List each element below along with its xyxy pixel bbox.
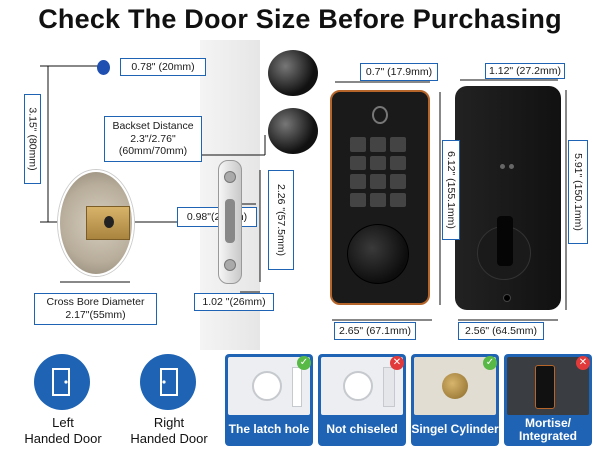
hole-marker-icon	[97, 60, 110, 75]
feature-label: Singel Cylinder	[411, 422, 499, 437]
front-depth-label: 0.7" (17.9mm)	[360, 63, 438, 81]
feature-card-single-cylinder: ✓ Singel Cylinder	[411, 354, 499, 446]
latch-screw-bottom-icon	[224, 259, 236, 271]
keypad-dot	[390, 155, 406, 170]
backset-metric: (60mm/70mm)	[118, 145, 188, 158]
battery-port-icon	[503, 294, 511, 302]
back-height-label: 5.91" (150.1mm)	[568, 140, 588, 244]
keypad-dot	[370, 155, 386, 170]
knob-top-icon	[268, 50, 318, 96]
keypad-dot	[370, 137, 386, 152]
keypad-dot	[350, 174, 366, 189]
cross-bore-label: Cross Bore Diameter 2.17"(55mm)	[34, 293, 157, 325]
backset-title: Backset Distance	[112, 120, 194, 133]
feature-image	[414, 357, 496, 415]
latch-opening	[225, 199, 235, 243]
keypad-dot	[350, 155, 366, 170]
front-height-label: 6.12" (155.1mm)	[442, 140, 460, 240]
front-lock-body	[330, 90, 430, 305]
feature-image	[507, 357, 589, 415]
cross-icon: ✕	[576, 356, 590, 370]
knob-bottom-icon	[268, 108, 318, 154]
back-depth-label: 1.12" (27.2mm)	[485, 63, 565, 79]
left-handed-label: Left Handed Door	[24, 415, 102, 446]
keypad-dot	[390, 174, 406, 189]
check-icon: ✓	[483, 356, 497, 370]
keypad-dot	[370, 174, 386, 189]
latch-depth-label: 1.02 "(26mm)	[194, 293, 274, 311]
cross-bore-title: Cross Bore Diameter	[46, 296, 145, 309]
brand-logo-icon	[500, 164, 514, 174]
mortise-lock-icon	[535, 365, 555, 409]
left-door-icon	[52, 368, 70, 396]
front-knob-icon	[347, 224, 409, 284]
keypad-dot	[370, 192, 386, 207]
right-door-icon	[160, 368, 178, 396]
latch-screw-icon	[104, 216, 114, 228]
door-knob-icon	[442, 373, 468, 399]
cross-bore-value: 2.17"(55mm)	[65, 309, 126, 321]
latch-height-label: 2.26 "(57.5mm)	[268, 170, 294, 270]
latch-slot-icon	[383, 367, 395, 407]
feature-label: The latch hole	[228, 422, 310, 437]
backset-vertical-label: 3.15" (80mm)	[24, 94, 41, 184]
feature-card-latch-hole: ✓ The latch hole	[225, 354, 313, 446]
thumbturn-icon	[497, 216, 513, 266]
feature-card-mortise: ✕ Mortise/ Integrated	[504, 354, 592, 446]
backset-distance-label: Backset Distance 2.3"/2.76" (60mm/70mm)	[104, 116, 202, 162]
feature-label: Mortise/ Integrated	[518, 415, 577, 443]
keypad-dot	[390, 192, 406, 207]
back-width-label: 2.56" (64.5mm)	[458, 322, 544, 340]
right-handed-badge	[140, 354, 196, 410]
backset-values: 2.3"/2.76"	[130, 132, 176, 145]
feature-image	[228, 357, 310, 415]
hole-icon	[343, 371, 373, 401]
page-title: Check The Door Size Before Purchasing	[38, 4, 562, 34]
check-icon: ✓	[297, 356, 311, 370]
right-handed-label: Right Handed Door	[130, 415, 208, 446]
latch-slot-icon	[292, 367, 302, 407]
door-hole-illustration	[58, 170, 134, 276]
latch-plate	[218, 160, 242, 284]
feature-label: Not chiseled	[326, 422, 398, 437]
front-width-label: 2.65" (67.1mm)	[334, 322, 416, 340]
back-lock-body	[455, 86, 561, 310]
hole-icon	[252, 371, 282, 401]
latch-width-label: 0.98"(25mm)	[177, 207, 257, 227]
left-handed-badge	[34, 354, 90, 410]
keypad-dot	[350, 192, 366, 207]
keypad	[350, 137, 406, 207]
feature-card-not-chiseled: ✕ Not chiseled	[318, 354, 406, 446]
feature-image	[321, 357, 403, 415]
fingerprint-icon	[372, 106, 388, 124]
latch-screw-top-icon	[224, 171, 236, 183]
keypad-dot	[350, 137, 366, 152]
hole-diameter-label: 0.78" (20mm)	[120, 58, 206, 76]
cross-icon: ✕	[390, 356, 404, 370]
keypad-dot	[390, 137, 406, 152]
